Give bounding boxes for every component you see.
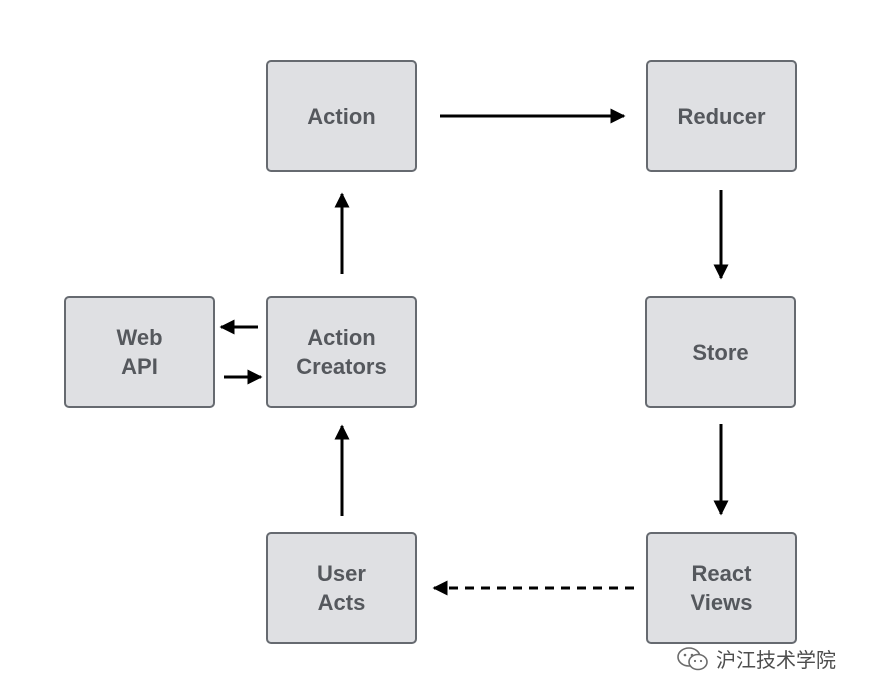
web-api-node: Web API	[64, 296, 215, 408]
reducer-node: Reducer	[646, 60, 797, 172]
reducer-label: Reducer	[677, 103, 766, 129]
watermark-text: 沪江技术学院	[716, 648, 836, 672]
react-views-label: React Views	[690, 561, 753, 615]
web-api-label: Web API	[116, 325, 163, 379]
watermark: 沪江技术学院	[676, 644, 836, 673]
store-node: Store	[645, 296, 796, 408]
action-creators-node: Action Creators	[266, 296, 417, 408]
store-label: Store	[692, 339, 749, 365]
action-label: Action	[307, 103, 376, 129]
user-acts-node: User Acts	[266, 532, 417, 644]
user-acts-label: User Acts	[317, 561, 366, 615]
action-node: Action	[266, 60, 417, 172]
action-creators-label: Action Creators	[296, 325, 387, 379]
react-views-node: React Views	[646, 532, 797, 644]
wechat-icon	[677, 646, 708, 670]
